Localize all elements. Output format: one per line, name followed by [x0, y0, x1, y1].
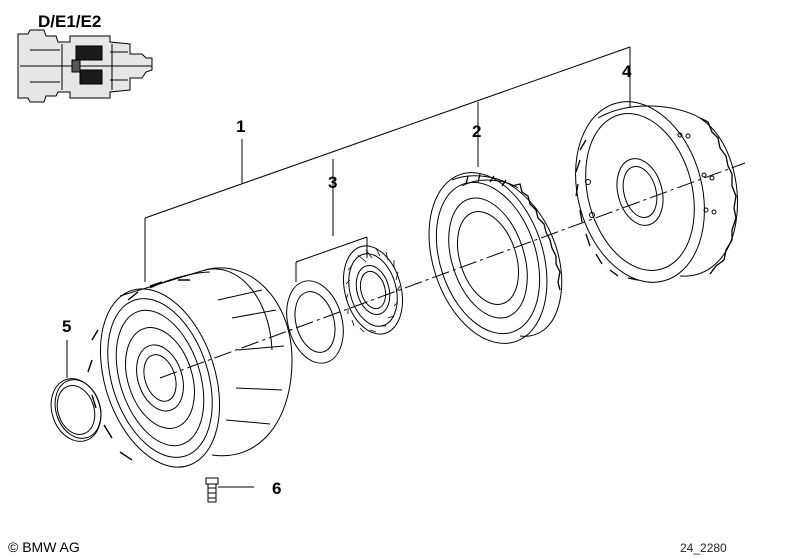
part-3-washer-bearing: [286, 245, 403, 364]
drawing-number: 24_2280: [680, 541, 727, 555]
callout-part-3: 3: [328, 173, 338, 192]
callout-part-4: 4: [622, 62, 632, 81]
copyright-text: © BMW AG: [8, 539, 80, 555]
part-4-outer-drum: [575, 101, 738, 283]
part-5-ring: [50, 378, 102, 442]
part-1-drum: [87, 267, 293, 468]
callout-part-6: 6: [272, 479, 282, 498]
axis-centerline: [159, 162, 746, 379]
leader-lines: [66, 46, 631, 488]
part-6-bolt: [205, 477, 219, 503]
callout-part-5: 5: [62, 317, 72, 336]
callout-part-2: 2: [472, 122, 482, 141]
callout-part-1: 1: [236, 117, 246, 136]
transmission-thumbnail: [17, 29, 153, 103]
part-2-clutch-hub: [428, 172, 563, 344]
model-code-label: D/E1/E2: [38, 12, 102, 31]
